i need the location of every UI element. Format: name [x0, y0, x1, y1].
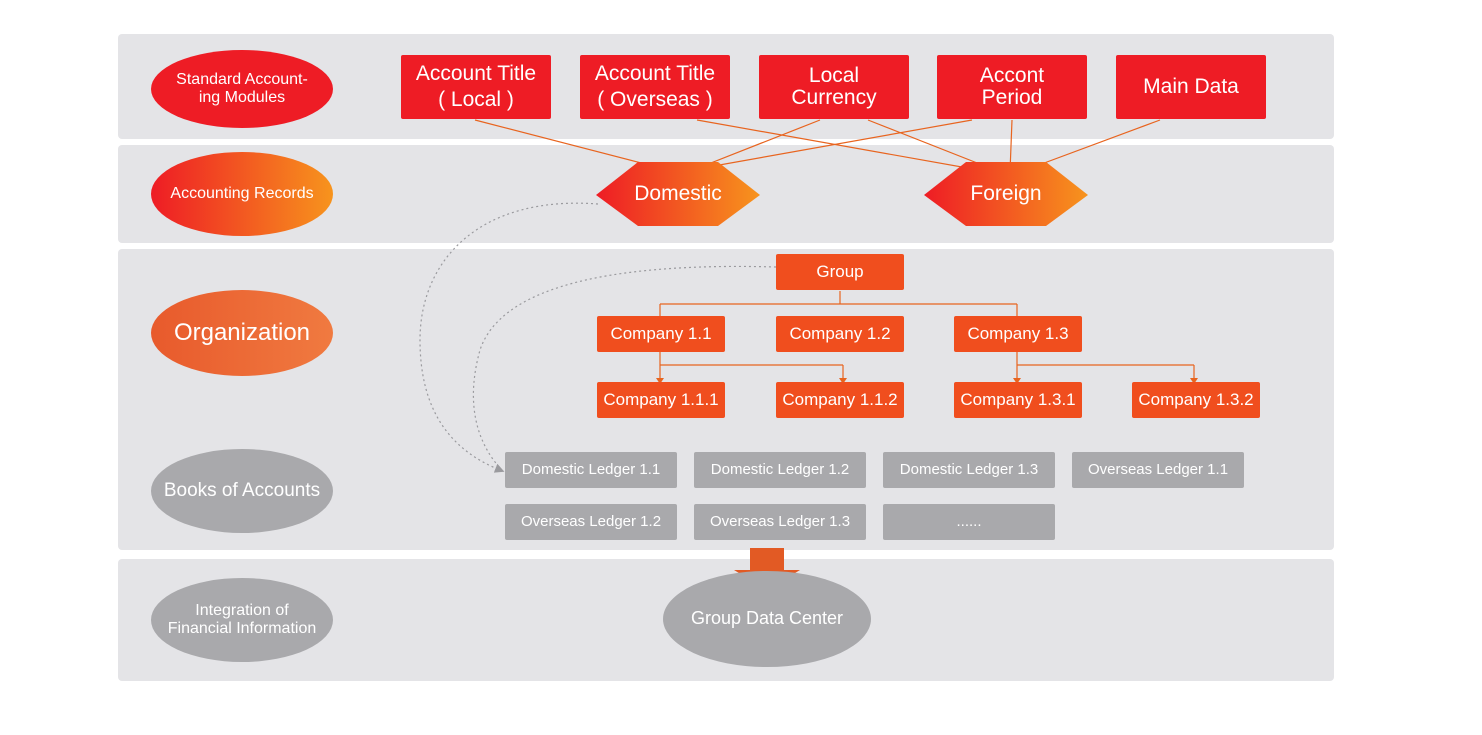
domestic-hexagon: [596, 162, 760, 226]
layer-standard-modules: Standard Account- ing Modules: [151, 50, 333, 128]
record-domestic: Domestic: [634, 182, 722, 205]
layer-integration: Integration of Financial Information: [151, 578, 333, 662]
module-label-line1: Accont: [979, 63, 1045, 87]
module-label-line1: Account Title: [415, 61, 537, 85]
module-accont-period: Accont Period: [937, 55, 1087, 119]
module-label-line1: Account Title: [594, 61, 716, 85]
module-label-line2: ( Overseas ): [597, 88, 713, 111]
module-label-line2: ( Local ): [438, 88, 514, 111]
org-company-1-2: Company 1.2: [776, 316, 904, 352]
ledger-domestic-1-3: Domestic Ledger 1.3: [883, 452, 1055, 488]
module-account-title-local: Account Title ( Local ): [401, 55, 551, 119]
org-company-1-3-2: Company 1.3.2: [1132, 382, 1260, 418]
layer-accounting-records: Accounting Records: [151, 152, 333, 236]
org-tree-lines: [659, 291, 1195, 380]
ledger-more: ......: [883, 504, 1055, 540]
group-data-center: Group Data Center: [663, 571, 871, 667]
org-tree-arrowheads: [656, 378, 1198, 384]
org-company-1-1-1: Company 1.1.1: [597, 382, 725, 418]
ledger-overseas-1-1: Overseas Ledger 1.1: [1072, 452, 1244, 488]
group-to-ledger-curve: [472, 265, 777, 469]
org-group: Group: [776, 254, 904, 290]
module-account-title-overseas: Account Title ( Overseas ): [580, 55, 730, 119]
org-company-1-3: Company 1.3: [954, 316, 1082, 352]
module-label-line1: Local: [808, 63, 860, 87]
org-company-1-1-2: Company 1.1.2: [776, 382, 904, 418]
layer-books-of-accounts: Books of Accounts: [151, 449, 333, 533]
module-label-line2: Period: [981, 86, 1043, 109]
domestic-to-ledger-curve: [419, 202, 599, 473]
layer-organization: Organization: [151, 290, 333, 376]
ledger-domestic-1-2: Domestic Ledger 1.2: [694, 452, 866, 488]
record-foreign: Foreign: [970, 182, 1042, 205]
ledger-overseas-1-3: Overseas Ledger 1.3: [694, 504, 866, 540]
module-label-line2: Currency: [791, 86, 877, 109]
ledger-domestic-1-1: Domestic Ledger 1.1: [505, 452, 677, 488]
org-company-1-3-1: Company 1.3.1: [954, 382, 1082, 418]
module-main-data: Main Data: [1116, 55, 1266, 119]
ledger-overseas-1-2: Overseas Ledger 1.2: [505, 504, 677, 540]
org-company-1-1: Company 1.1: [597, 316, 725, 352]
foreign-hexagon: [924, 162, 1088, 226]
module-local-currency: Local Currency: [759, 55, 909, 119]
